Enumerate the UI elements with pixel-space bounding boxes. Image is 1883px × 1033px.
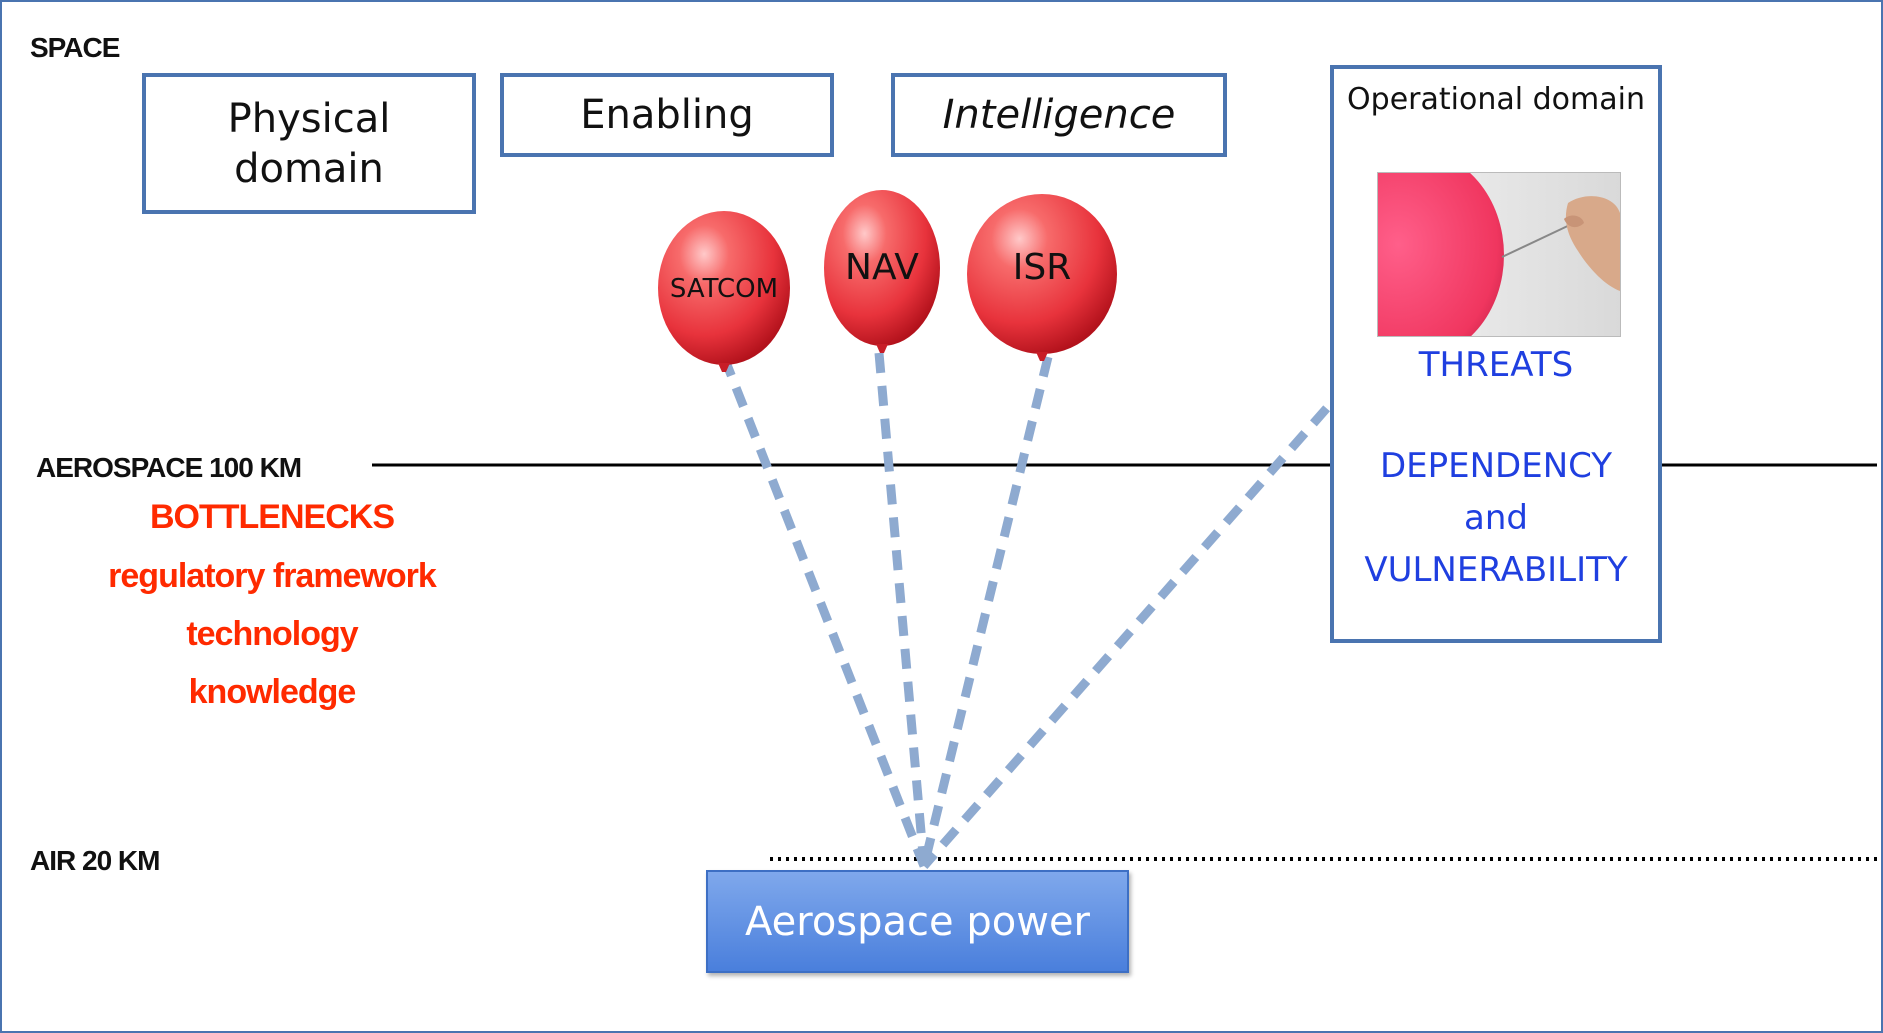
layer-label-space: SPACE [30, 32, 120, 63]
bottleneck-item-regulatory: regulatory framework [108, 557, 437, 595]
dependency-label: DEPENDENCY [1379, 446, 1613, 486]
vulnerability-label: VULNERABILITY [1364, 550, 1628, 590]
aerospace-power-label: Aerospace power [745, 898, 1090, 945]
satcom-tether [719, 355, 929, 868]
balloon-pop-photo [1377, 172, 1621, 337]
isr-label: ISR [1012, 247, 1072, 288]
physical-domain-label: Physical domain [227, 95, 391, 192]
bottleneck-item-knowledge: knowledge [188, 673, 357, 711]
enabling-label: Enabling [580, 92, 754, 138]
enabling-box: Enabling [500, 73, 834, 157]
layer-label-aerospace: AEROSPACE 100 KM [36, 452, 302, 483]
satcom-label: SATCOM [669, 274, 779, 304]
threats-label: THREATS [1418, 345, 1574, 385]
and-label: and [1464, 498, 1528, 538]
threat-tether [920, 331, 1396, 869]
intelligence-label: Intelligence [942, 92, 1176, 138]
isr-tether [919, 355, 1053, 868]
bottlenecks-title: BOTTLENECKS [150, 498, 395, 536]
nav-label: NAV [845, 247, 919, 288]
bottleneck-item-technology: technology [186, 615, 358, 653]
aerospace-power-box: Aerospace power [706, 870, 1129, 973]
operational-domain-box: Operational domain [1330, 65, 1662, 643]
operational-domain-title: Operational domain [1347, 82, 1645, 117]
balloon-pop-illustration [1378, 173, 1620, 336]
physical-domain-box: Physical domain [142, 73, 476, 214]
nav-tether [874, 352, 929, 867]
layer-label-air: AIR 20 KM [30, 845, 160, 876]
intelligence-box: Intelligence [891, 73, 1227, 157]
